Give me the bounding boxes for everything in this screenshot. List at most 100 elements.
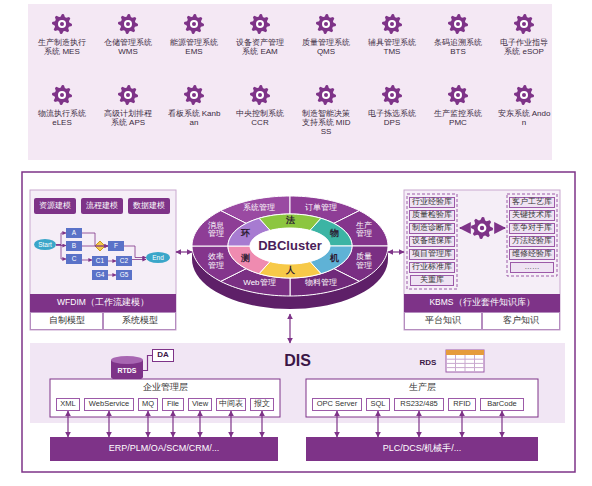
lib-box: 方法经验库 — [509, 236, 555, 247]
sys-box: 能源管理系统 EMS — [167, 38, 221, 74]
layer-box — [306, 379, 538, 417]
node-label: …… — [525, 263, 540, 271]
gear-core — [456, 22, 460, 26]
half-box: 客户知识 — [482, 312, 560, 330]
gear-icon — [250, 14, 270, 34]
connector — [172, 411, 173, 437]
inner-box: 法 — [284, 215, 296, 227]
sub-box: RFID — [448, 398, 476, 411]
gear-core — [324, 22, 328, 26]
gear-core — [192, 93, 196, 97]
node-label: 看板系统 Kanban — [167, 109, 221, 127]
node-label: 系统管理 — [243, 204, 275, 213]
gear-hole — [256, 91, 264, 99]
node-label: OPC Server — [317, 400, 357, 408]
table-col — [465, 355, 466, 372]
node-label: 设备资产管理系统 EAM — [233, 38, 287, 56]
gear-hole — [454, 20, 462, 28]
sub-box: View — [188, 398, 212, 411]
panel: DISRTDSDARDS企业管理层XMLWebServiceMQFileView… — [30, 343, 565, 423]
gear-icon — [514, 85, 534, 105]
node-label: RS232/485 — [400, 400, 438, 408]
node-label: View — [192, 400, 208, 408]
sub-box: WebService — [84, 398, 134, 411]
node-label: 制造诊断库 — [412, 224, 452, 232]
seg-box: 系统管理 — [238, 202, 280, 214]
node-label: 自制模型 — [49, 316, 85, 325]
connector — [108, 261, 116, 262]
lib-box: …… — [510, 262, 554, 273]
node-label: 人 — [286, 266, 295, 276]
library-group — [407, 194, 457, 289]
lib-box: 维修经验库 — [509, 249, 555, 260]
node-label: 辅具管理系统 TMS — [365, 38, 419, 56]
fell-box: End — [146, 252, 170, 263]
connector — [377, 411, 378, 437]
table-header — [446, 350, 484, 355]
gear-icon — [118, 85, 138, 105]
fbox-box: B — [66, 241, 82, 251]
platform-frame — [22, 172, 575, 472]
fell-box: Start — [34, 239, 56, 250]
node-label: 测 — [241, 254, 250, 264]
node-label: 制造智能决策支持系统 MIDSS — [299, 109, 353, 137]
lib-box: 行业经验库 — [409, 197, 455, 208]
fbox-box: G4 — [92, 270, 108, 280]
node-label: 订单管理 — [305, 204, 337, 213]
inner-box: 机 — [328, 253, 340, 265]
node-label: 生产管理 — [356, 222, 372, 240]
node-label: 生产制造执行系统 MES — [35, 38, 89, 56]
gear-hole — [454, 91, 462, 99]
dis-panel — [30, 343, 565, 423]
sys-box: 制造智能决策支持系统 MIDSS — [299, 109, 353, 145]
sys-box: 物流执行系统 eLES — [35, 109, 89, 145]
gear-icon — [184, 85, 204, 105]
node-label: PLC/DCS/机械手/... — [383, 444, 462, 454]
inner-box: 物 — [328, 228, 340, 240]
node-label: KBMS（行业套件知识库） — [404, 294, 560, 312]
layer-box — [50, 379, 280, 417]
library-group — [507, 194, 557, 276]
node-label: 物 — [330, 229, 339, 239]
sys-box: 生产制造执行系统 MES — [35, 38, 89, 74]
gear-icon — [448, 14, 468, 34]
gear-hole — [520, 91, 528, 99]
node-label: File — [167, 400, 179, 408]
node-label: 消息管理 — [208, 222, 224, 240]
gear-core — [522, 93, 526, 97]
connector — [67, 411, 68, 437]
seg-box: 订单管理 — [300, 202, 342, 214]
connector — [147, 411, 148, 437]
connector — [199, 411, 200, 437]
fbox-box: G5 — [116, 270, 132, 280]
node-label: 中央控制系统 CCR — [233, 109, 287, 127]
gear-hole — [478, 224, 487, 233]
node-label: WebService — [89, 400, 129, 408]
node-label: 平台知识 — [425, 316, 461, 325]
cyl-box: RTDS — [111, 364, 143, 377]
node-label: 关键技术库 — [512, 211, 552, 219]
segv-box: 质量管理 — [355, 251, 373, 273]
database-top — [111, 356, 143, 364]
node-label: C2 — [120, 257, 128, 264]
node-label: 质量管理系统 QMS — [299, 38, 353, 56]
node-label: 行业经验库 — [412, 198, 452, 206]
node-label: 维修经验库 — [512, 250, 552, 258]
inner-box: 测 — [240, 253, 252, 265]
connector — [388, 251, 404, 252]
gear-icon — [118, 14, 138, 34]
connector — [56, 245, 66, 260]
node-label: DIS — [277, 351, 318, 371]
gear-core — [60, 22, 64, 26]
node-label: 企业管理层 — [50, 382, 280, 394]
table-col — [455, 355, 456, 372]
kbms-arrow — [460, 227, 469, 229]
sys-box: 质量管理系统 QMS — [299, 38, 353, 74]
node-label: RDS — [420, 359, 437, 368]
node-label: 报文 — [254, 400, 270, 408]
node-label: 仓储管理系统 WMS — [101, 38, 155, 56]
panel: KBMS（行业套件知识库）行业经验库质量检验库制造诊断库设备维保库项目管理库行业… — [404, 190, 560, 330]
table-icon — [446, 350, 484, 372]
connector — [143, 356, 152, 371]
gear-core — [456, 93, 460, 97]
